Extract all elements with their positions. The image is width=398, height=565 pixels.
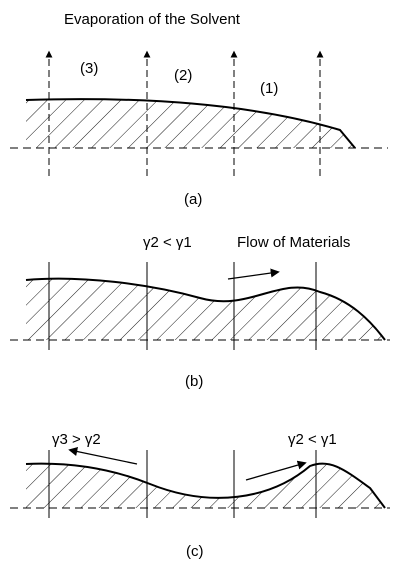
flow-arrow-c-left bbox=[68, 447, 138, 465]
panel-c: γ3 > γ2 γ2 < γ1 (c) bbox=[10, 431, 390, 560]
panel-c-caption: (c) bbox=[186, 543, 204, 560]
coating-layer-b bbox=[10, 277, 390, 341]
panel-a-title: Evaporation of the Solvent bbox=[64, 11, 241, 28]
flow-arrow-b bbox=[227, 268, 280, 280]
flow-of-materials-label: Flow of Materials bbox=[237, 234, 350, 251]
panel-b-caption: (b) bbox=[185, 373, 203, 390]
region-dividers-b bbox=[48, 262, 317, 350]
panel-a: Evaporation of the Solvent (3) (2) (1) (… bbox=[10, 11, 388, 208]
panel-b: γ2 < γ1 Flow of Materials (b) bbox=[10, 234, 390, 390]
surface-tension-label-c-right: γ2 < γ1 bbox=[288, 431, 337, 448]
flow-arrow-c-right bbox=[245, 460, 307, 481]
region-dividers-c bbox=[48, 450, 317, 518]
evaporation-arrows bbox=[45, 50, 324, 176]
region-label-2: (2) bbox=[174, 67, 192, 84]
surface-tension-label-b: γ2 < γ1 bbox=[143, 234, 192, 251]
region-label-3: (3) bbox=[80, 60, 98, 77]
coating-layer-c bbox=[10, 462, 390, 509]
surface-tension-label-c-left: γ3 > γ2 bbox=[52, 431, 101, 448]
region-label-1: (1) bbox=[260, 80, 278, 97]
coating-layer-a bbox=[10, 98, 388, 149]
panel-a-caption: (a) bbox=[184, 191, 202, 208]
